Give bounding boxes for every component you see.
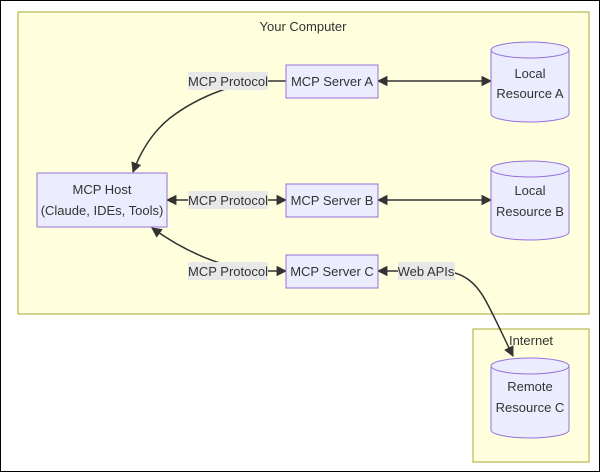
edge-label-host-b: MCP Protocol <box>188 191 268 209</box>
node-mcp-server-a-label: MCP Server A <box>291 74 373 89</box>
edge-label-web-apis-bg <box>398 262 455 280</box>
node-mcp-server-b: MCP Server B <box>285 183 379 218</box>
node-remote-resource-c-line2: Resource C <box>496 400 565 415</box>
edge-label-web-apis-text: Web APIs <box>398 264 455 279</box>
group-your-computer-label: Your Computer <box>260 19 348 34</box>
node-mcp-server-b-label: MCP Server B <box>291 193 374 208</box>
node-mcp-server-a: MCP Server A <box>285 64 379 99</box>
edge-label-host-a-bg <box>188 72 268 90</box>
node-mcp-server-c: MCP Server C <box>285 254 379 289</box>
node-remote-resource-c-line1: Remote <box>507 379 553 394</box>
node-local-resource-b: Local Resource B <box>490 160 570 241</box>
node-local-resource-a-line1: Local <box>514 66 545 81</box>
cylinder-body-c <box>490 366 570 439</box>
edge-label-host-b-text: MCP Protocol <box>188 193 268 208</box>
node-mcp-server-c-label: MCP Server C <box>290 264 374 279</box>
edge-label-host-c-bg <box>188 262 268 280</box>
node-local-resource-b-line2: Resource B <box>496 204 564 219</box>
edge-label-host-a: MCP Protocol <box>188 72 268 90</box>
cylinder-top-c <box>490 357 570 375</box>
edge-label-host-c: MCP Protocol <box>188 262 268 280</box>
node-mcp-host-box <box>36 172 168 228</box>
node-local-resource-b-line1: Local <box>514 183 545 198</box>
node-local-resource-a: Local Resource A <box>490 41 570 123</box>
node-remote-resource-c: Remote Resource C <box>490 357 570 439</box>
node-mcp-host: MCP Host (Claude, IDEs, Tools) <box>36 172 168 228</box>
edge-label-host-b-bg <box>188 191 268 209</box>
cylinder-body-b <box>490 169 570 241</box>
node-mcp-server-b-box <box>285 183 379 218</box>
node-mcp-host-subtitle: (Claude, IDEs, Tools) <box>41 203 164 218</box>
node-mcp-host-title: MCP Host <box>73 182 132 197</box>
cylinder-top-a <box>490 41 570 59</box>
cylinder-top-b <box>490 160 570 178</box>
edge-label-web-apis: Web APIs <box>398 262 455 280</box>
node-mcp-server-c-box <box>285 254 379 289</box>
cylinder-body-a <box>490 50 570 123</box>
node-local-resource-a-line2: Resource A <box>496 86 564 101</box>
group-internet-label: Internet <box>509 333 553 348</box>
edge-label-host-c-text: MCP Protocol <box>188 264 268 279</box>
edge-label-host-a-text: MCP Protocol <box>188 74 268 89</box>
node-mcp-server-a-box <box>285 64 379 99</box>
